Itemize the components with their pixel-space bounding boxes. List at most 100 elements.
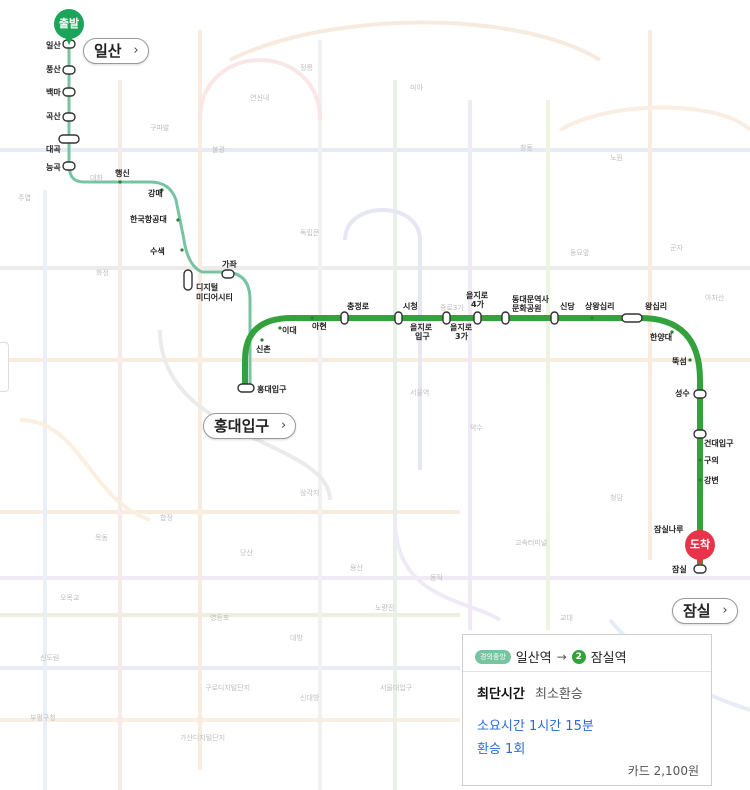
station-label: 을지로 [410, 322, 433, 332]
travel-duration: 소요시간 1시간 15분 [477, 719, 594, 734]
svg-text:오목교: 오목교 [60, 594, 80, 602]
svg-text:영등포: 영등포 [210, 613, 230, 622]
tab-fastest[interactable]: 최단시간 [477, 687, 525, 702]
chevron-right-icon: › [133, 43, 139, 58]
svg-text:노량진: 노량진 [375, 603, 394, 612]
route-gyeongui-line [67, 44, 252, 390]
start-pin[interactable]: 출발 [54, 9, 84, 47]
station-label: 능곡 [46, 162, 61, 172]
svg-text:약수: 약수 [470, 423, 483, 432]
station-label: 구의 [704, 455, 719, 465]
station-label: 강변 [704, 475, 719, 485]
station-marker [693, 389, 707, 399]
svg-text:군자: 군자 [670, 243, 683, 252]
station-label: 상왕십리 [585, 301, 614, 311]
svg-text:정릉: 정릉 [300, 63, 313, 72]
station-label: 3가 [455, 331, 469, 341]
station-label: 문화공원 [512, 303, 541, 313]
station-marker [237, 383, 255, 393]
to-station: 잠실역 [590, 651, 627, 666]
fare: 카드 2,100원 [627, 764, 699, 778]
panel-toggle-handle[interactable] [0, 342, 9, 392]
end-station-callout[interactable]: 잠실 › [672, 598, 738, 624]
station-marker [183, 269, 193, 291]
svg-text:독립문: 독립문 [300, 229, 320, 237]
station-label: 행신 [115, 168, 130, 178]
station-label: 을지로 [450, 322, 473, 332]
svg-text:교대: 교대 [560, 614, 573, 622]
station-marker [340, 311, 349, 325]
svg-text:대방: 대방 [290, 633, 303, 642]
station-label: 입구 [415, 331, 430, 341]
line-2-badge: 2 [571, 649, 586, 664]
start-pin-label: 출발 [54, 9, 84, 39]
svg-text:고속터미널: 고속터미널 [515, 538, 547, 547]
station-label: 잠실 [672, 564, 687, 574]
minor-station-dots [118, 180, 702, 537]
svg-text:서울대입구: 서울대입구 [380, 683, 413, 692]
svg-text:종로3가: 종로3가 [440, 303, 464, 312]
svg-text:노원: 노원 [610, 153, 623, 162]
station-label: 신촌 [256, 344, 271, 354]
station-label: 아현 [312, 321, 327, 331]
svg-text:용산: 용산 [350, 563, 363, 572]
end-pin[interactable]: 도착 [685, 530, 715, 568]
station-marker [473, 311, 482, 325]
svg-text:아차산: 아차산 [705, 293, 725, 302]
arrow-right-icon: → [556, 649, 567, 664]
svg-text:당산: 당산 [240, 548, 253, 557]
svg-text:동묘앞: 동묘앞 [570, 249, 590, 257]
svg-text:주엽: 주엽 [18, 193, 31, 202]
svg-text:청담: 청담 [610, 493, 623, 502]
station-marker [394, 311, 403, 325]
callout-station-name: 일산 [94, 42, 122, 60]
callout-station-name: 홍대입구 [214, 417, 270, 435]
tab-min-transfer[interactable]: 최소환승 [534, 687, 583, 702]
route-info-card[interactable]: 경의중앙 일산역 → 2 잠실역 최단시간 최소환승 소요시간 1시간 15분 … [462, 634, 712, 786]
svg-text:삼각지: 삼각지 [300, 488, 319, 497]
station-label: 강매 [148, 188, 163, 198]
route-line2 [242, 315, 703, 573]
station-marker [62, 87, 76, 97]
svg-text:연신내: 연신내 [250, 93, 269, 102]
svg-text:창동: 창동 [520, 144, 533, 152]
svg-text:미아: 미아 [410, 83, 423, 92]
divider [463, 671, 711, 672]
chevron-right-icon: › [722, 603, 728, 618]
background-lines [0, 20, 750, 790]
station-label: 백마 [46, 87, 61, 97]
station-label: 4가 [471, 299, 485, 309]
svg-text:동작: 동작 [430, 573, 443, 582]
transfer-station-callout[interactable]: 홍대입구 › [203, 413, 297, 439]
station-label: 풍산 [46, 64, 61, 74]
station-label: 신당 [560, 301, 575, 311]
chevron-right-icon: › [281, 418, 287, 433]
station-label: 홍대입구 [257, 384, 287, 394]
station-label: 건대입구 [704, 438, 734, 448]
svg-text:불광: 불광 [212, 145, 225, 154]
svg-text:가산디지털단지: 가산디지털단지 [180, 733, 225, 742]
station-label: 을지로 [466, 290, 489, 300]
route-station-labels: 일산 풍산 백마 곡산 대곡 능곡 행신 강매 한국항공대 수색 디지털 미디어… [46, 40, 734, 574]
station-label: 곡산 [46, 111, 61, 121]
gyeongui-line-badge: 경의중앙 [475, 649, 511, 664]
station-marker [62, 65, 76, 75]
station-label: 성수 [675, 388, 690, 398]
callout-station-name: 잠실 [683, 602, 711, 620]
station-marker [62, 161, 76, 171]
station-marker [550, 311, 559, 325]
station-marker [501, 311, 510, 325]
station-label: 가좌 [222, 259, 237, 269]
svg-text:합정: 합정 [160, 513, 173, 522]
svg-text:구로디지털단지: 구로디지털단지 [205, 683, 250, 692]
station-label: 잠실나루 [654, 524, 684, 534]
station-label: 대곡 [46, 144, 61, 154]
svg-text:부평구청: 부평구청 [30, 713, 56, 722]
station-label: 미디어시티 [196, 292, 233, 302]
station-marker [58, 134, 80, 144]
svg-text:구파발: 구파발 [150, 123, 170, 132]
station-label: 디지털 [196, 282, 218, 292]
start-station-callout[interactable]: 일산 › [83, 38, 149, 64]
svg-text:대화: 대화 [90, 174, 103, 182]
